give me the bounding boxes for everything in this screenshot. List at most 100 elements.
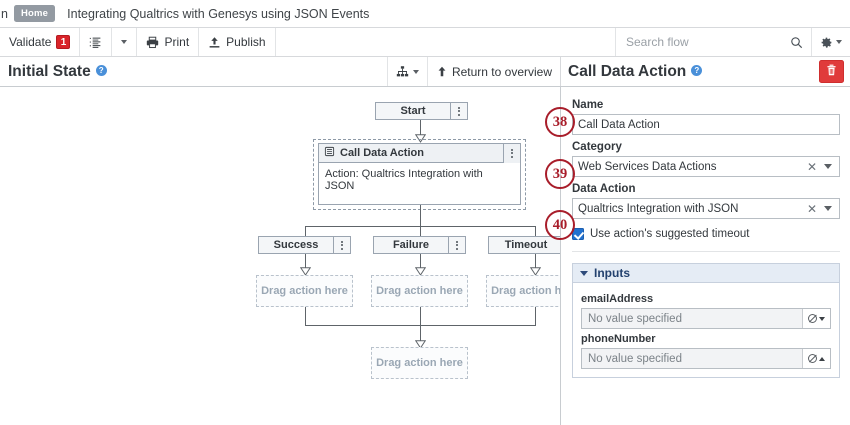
toolbar-dropdown-button[interactable]	[112, 28, 138, 56]
selected-action-group[interactable]	[313, 139, 526, 210]
search-input[interactable]	[624, 34, 790, 50]
annotation-marker-40: 40	[545, 210, 575, 240]
delete-action-button[interactable]	[819, 60, 844, 83]
kebab-menu-icon[interactable]	[503, 143, 520, 163]
breadcrumb-flow-title: Integrating Qualtrics with Genesys using…	[67, 6, 370, 21]
flow-canvas[interactable]: Start Call Data Action Action: Qualtrics…	[0, 87, 561, 425]
suggested-timeout-checkbox[interactable]	[572, 228, 584, 240]
return-to-overview-button[interactable]: Return to overview	[426, 57, 560, 86]
input-phonenumber-adornment[interactable]	[802, 349, 830, 368]
name-field-value: Call Data Action	[578, 118, 660, 131]
annotation-marker-39: 39	[545, 159, 575, 189]
category-select[interactable]: Web Services Data Actions ✕	[572, 156, 840, 177]
node-branch-success-label: Success	[273, 239, 319, 251]
close-icon[interactable]: ✕	[806, 159, 817, 174]
return-to-overview-label: Return to overview	[451, 64, 552, 79]
arrow-down-icon	[414, 338, 427, 349]
kebab-menu-icon[interactable]	[448, 237, 465, 253]
node-call-data-action-body: Action: Qualtrics Integration with JSON	[325, 168, 483, 192]
chevron-down-icon	[121, 40, 128, 44]
validate-button[interactable]: Validate 1	[0, 28, 81, 56]
main-toolbar: Validate 1 Print	[0, 28, 850, 57]
arrow-down-icon	[529, 265, 542, 276]
arrow-down-icon	[299, 265, 312, 276]
wire-action-to-split	[420, 205, 421, 227]
arrow-up-icon	[436, 65, 448, 78]
data-action-select-value: Qualtrics Integration with JSON	[578, 202, 739, 215]
data-action-field-label: Data Action	[572, 183, 636, 195]
node-branch-failure-label: Failure	[392, 239, 430, 251]
page-title: Initial State	[8, 62, 91, 80]
chevron-down-icon[interactable]	[580, 270, 588, 276]
inputs-accordion-header[interactable]: Inputs	[573, 264, 839, 283]
category-field-label: Category	[572, 141, 622, 153]
wire-success-merge	[305, 307, 306, 326]
suggested-timeout-label: Use action's suggested timeout	[590, 228, 750, 240]
validation-list-button[interactable]	[80, 28, 113, 56]
breadcrumb-bar: n Home Integrating Qualtrics with Genesy…	[0, 0, 850, 28]
name-field-label: Name	[572, 99, 604, 111]
breadcrumb-truncated-prefix: n	[1, 6, 8, 21]
chevron-down-icon	[836, 40, 842, 44]
wire-failure-merge	[420, 307, 421, 326]
toolbar-spacer	[276, 28, 616, 56]
suggested-timeout-row[interactable]: Use action's suggested timeout	[572, 228, 840, 240]
wire-to-success	[305, 226, 306, 237]
node-call-data-action[interactable]: Call Data Action Action: Qualtrics Integ…	[318, 143, 521, 205]
hierarchy-view-button[interactable]	[386, 57, 427, 86]
search-icon[interactable]	[790, 36, 803, 49]
input-phonenumber-field[interactable]: No value specified	[581, 348, 831, 369]
drop-zone-merge[interactable]: Drag action here	[371, 347, 468, 379]
flow-header-tools: Return to overview	[386, 57, 560, 86]
node-branch-failure[interactable]: Failure	[373, 236, 466, 254]
upload-icon	[208, 36, 221, 49]
trash-icon	[825, 63, 838, 80]
chevron-down-icon[interactable]	[819, 316, 825, 321]
input-emailaddress-field[interactable]: No value specified	[581, 308, 831, 329]
no-value-icon	[808, 314, 817, 323]
node-start[interactable]: Start	[375, 102, 468, 120]
kebab-menu-icon[interactable]	[450, 103, 467, 119]
panel-divider	[572, 251, 840, 252]
close-icon[interactable]: ✕	[806, 201, 817, 216]
org-chart-icon	[396, 65, 409, 78]
arrow-down-icon	[414, 132, 427, 143]
help-icon[interactable]: ?	[691, 65, 703, 76]
drop-zone-success[interactable]: Drag action here	[256, 275, 353, 307]
chevron-up-icon[interactable]	[819, 356, 825, 361]
breadcrumb-home-badge[interactable]: Home	[13, 5, 56, 22]
chevron-down-icon	[412, 69, 419, 74]
properties-panel: Name Call Data Action Category Web Servi…	[562, 87, 850, 425]
print-button[interactable]: Print	[137, 28, 200, 56]
editor-header-row: Initial State ?	[0, 57, 850, 87]
no-value-icon	[808, 354, 817, 363]
drop-zone-failure[interactable]: Drag action here	[371, 275, 468, 307]
chevron-down-icon[interactable]	[824, 206, 832, 211]
wire-start-to-action	[420, 120, 421, 136]
node-branch-success[interactable]: Success	[258, 236, 351, 254]
input-emailaddress-adornment[interactable]	[802, 309, 830, 328]
wire-success-to-drop	[305, 254, 306, 269]
input-emailaddress-label: emailAddress	[581, 293, 654, 305]
input-phonenumber-label: phoneNumber	[581, 333, 656, 345]
node-branch-timeout[interactable]: Timeout	[488, 236, 560, 254]
name-field[interactable]: Call Data Action	[572, 114, 840, 135]
data-action-select[interactable]: Qualtrics Integration with JSON ✕	[572, 198, 840, 219]
input-emailaddress-placeholder: No value specified	[588, 312, 682, 325]
search-flow-container	[616, 28, 812, 56]
kebab-menu-icon[interactable]	[333, 237, 350, 253]
validate-label: Validate	[9, 35, 52, 49]
help-icon[interactable]: ?	[95, 65, 107, 76]
inputs-accordion-body: emailAddress No value specified phoneNum…	[573, 283, 839, 377]
inputs-accordion-title: Inputs	[594, 266, 630, 280]
node-start-label: Start	[400, 105, 426, 117]
chevron-down-icon[interactable]	[824, 164, 832, 169]
input-phonenumber-placeholder: No value specified	[588, 352, 682, 365]
publish-button[interactable]: Publish	[199, 28, 276, 56]
drop-zone-timeout[interactable]: Drag action here	[486, 275, 560, 307]
settings-button[interactable]	[812, 28, 850, 56]
arrow-down-icon	[414, 265, 427, 276]
properties-panel-header: Call Data Action ?	[561, 57, 850, 86]
category-select-value: Web Services Data Actions	[578, 160, 717, 173]
print-label: Print	[164, 35, 190, 49]
